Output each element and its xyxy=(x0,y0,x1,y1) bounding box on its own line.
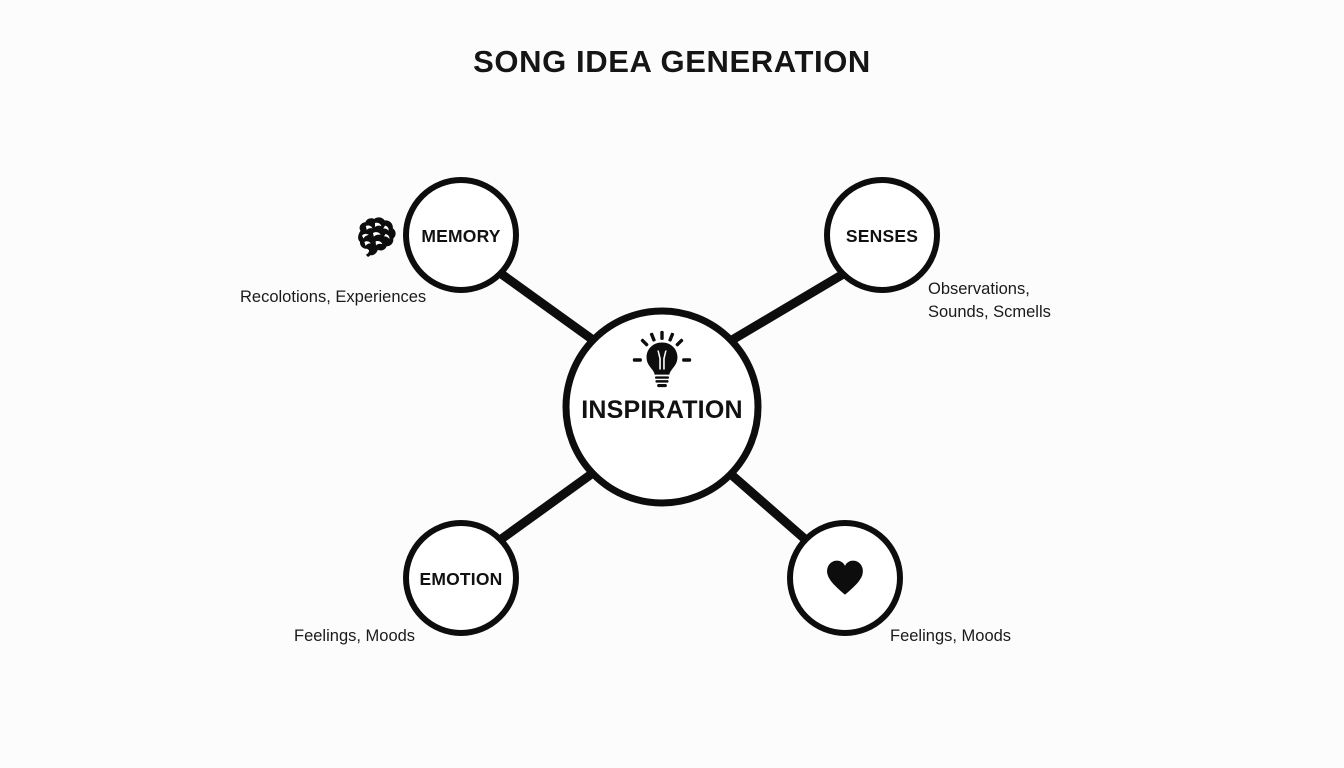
node-inspiration-circle[interactable] xyxy=(562,307,762,507)
lightbulb-icon xyxy=(632,330,692,388)
connector-senses-to-inspiration xyxy=(724,269,848,347)
connector-group xyxy=(497,269,848,544)
node-memory[interactable]: MEMORY xyxy=(403,177,519,293)
node-inspiration-label: INSPIRATION xyxy=(581,396,742,424)
node-heart-caption: Feelings, Moods xyxy=(890,627,1011,645)
connector-heart-to-inspiration xyxy=(723,466,809,544)
node-emotion[interactable]: EMOTION xyxy=(403,520,519,636)
node-senses-caption: Observations, Sounds, Scmells xyxy=(928,280,1051,321)
node-emotion-caption: Feelings, Moods xyxy=(294,627,415,645)
node-senses-label: SENSES xyxy=(846,226,918,246)
node-senses-circle[interactable] xyxy=(824,177,940,293)
node-inspiration[interactable]: INSPIRATION xyxy=(562,307,762,507)
node-memory-circle[interactable] xyxy=(403,177,519,293)
node-emotion-label: EMOTION xyxy=(419,569,502,589)
connector-memory-to-inspiration xyxy=(497,269,603,349)
node-senses-caption-line-1: Observations, xyxy=(928,280,1030,298)
connector-emotion-to-inspiration xyxy=(497,466,600,544)
node-heart[interactable] xyxy=(787,520,903,636)
node-emotion-circle[interactable] xyxy=(403,520,519,636)
node-memory-caption: Recolotions, Experiences xyxy=(240,288,426,306)
node-senses-caption-line-2: Sounds, Scmells xyxy=(928,303,1051,321)
brain-icon xyxy=(358,217,396,257)
node-senses[interactable]: SENSES xyxy=(824,177,940,293)
node-memory-label: MEMORY xyxy=(421,226,500,246)
page-title: SONG IDEA GENERATION xyxy=(473,44,871,79)
heart-icon xyxy=(827,560,863,595)
